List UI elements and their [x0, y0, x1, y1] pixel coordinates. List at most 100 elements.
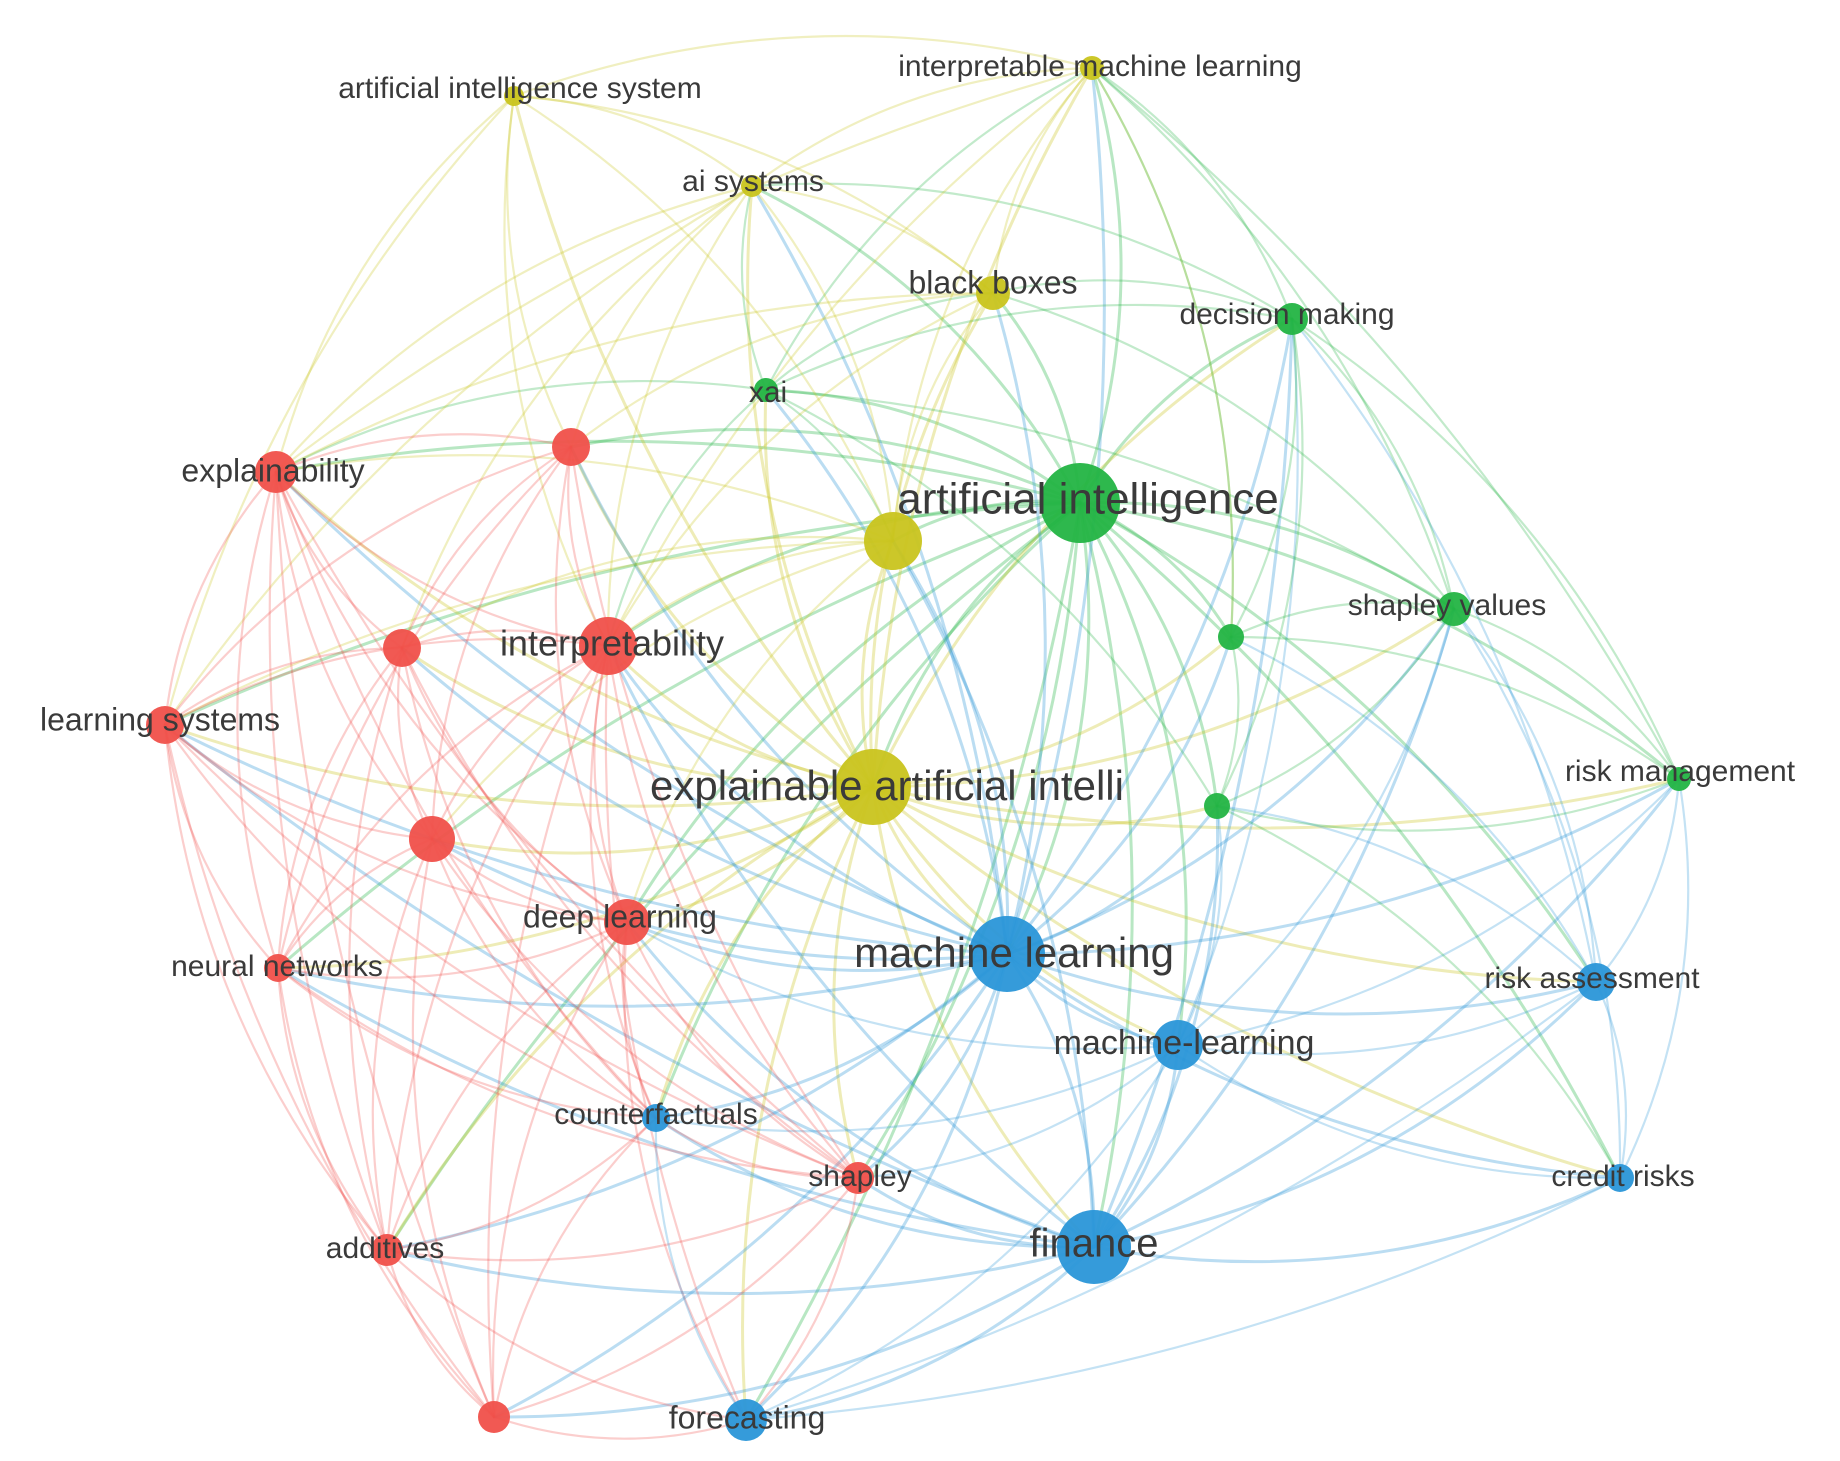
- edge-ai-ra: [1078, 501, 1598, 984]
- edge-dl-r4: [491, 920, 629, 1419]
- edge-bb-expl: [274, 291, 995, 474]
- edge-mlh-g2: [1176, 804, 1223, 1047]
- edge-fin-sv: [1092, 607, 1456, 1249]
- node-r4[interactable]: [478, 1401, 510, 1433]
- edge-xai_full-aisys: [746, 184, 875, 789]
- edge-xai_full-ls: [163, 723, 875, 808]
- edge-expl-interp: [274, 470, 610, 648]
- edge-ai-ls: [163, 501, 1082, 727]
- node-fc[interactable]: [725, 1399, 767, 1441]
- edge-rm-g2: [1215, 777, 1681, 832]
- edge-g1-iml: [1090, 66, 1234, 639]
- edge-nn-shap: [276, 966, 860, 1180]
- node-ra[interactable]: [1577, 963, 1615, 1001]
- node-layer: [146, 56, 1691, 1441]
- edge-xai_full-rm: [871, 777, 1681, 830]
- edge-layer: [163, 34, 1690, 1440]
- edge-ml-r2: [400, 646, 1009, 956]
- edge-ais-r1: [506, 94, 573, 449]
- edge-bb-xai_y: [891, 291, 995, 543]
- edge-cf-fc: [654, 1116, 748, 1422]
- edge-ai-dl: [625, 501, 1082, 924]
- node-mlh[interactable]: [1153, 1020, 1203, 1070]
- edge-iml-ais: [512, 34, 1094, 98]
- node-r3[interactable]: [409, 816, 455, 862]
- edge-bb-aisys: [750, 184, 995, 295]
- edge-rm-g1: [1229, 635, 1681, 781]
- edge-sv-iml: [1090, 66, 1456, 611]
- edge-iml-interp: [606, 66, 1094, 648]
- node-iml[interactable]: [1080, 56, 1104, 80]
- edge-ml-bb: [991, 291, 1047, 956]
- edge-dm-aisys: [750, 182, 1294, 321]
- edge-r3-nn: [276, 837, 434, 970]
- edge-ai-fin: [1078, 501, 1134, 1249]
- edge-expl-r4: [274, 470, 496, 1419]
- node-fin[interactable]: [1057, 1210, 1131, 1284]
- node-rm[interactable]: [1667, 767, 1691, 791]
- node-sv[interactable]: [1437, 592, 1471, 626]
- node-interp[interactable]: [579, 617, 637, 675]
- edge-interp-nn: [276, 644, 610, 970]
- edge-r3-r4: [411, 837, 496, 1419]
- node-add[interactable]: [371, 1234, 403, 1266]
- edge-expl-shap: [274, 470, 860, 1180]
- node-xai_y[interactable]: [864, 512, 922, 570]
- edge-mlh-sv: [1176, 607, 1456, 1047]
- node-dl[interactable]: [604, 899, 650, 945]
- node-g1[interactable]: [1218, 624, 1244, 650]
- edge-ls-cf: [163, 723, 658, 1120]
- node-xai[interactable]: [754, 378, 778, 402]
- node-ai[interactable]: [1040, 463, 1120, 543]
- edge-ai-shap: [856, 501, 1082, 1180]
- edge-xai_full-expl: [274, 470, 875, 789]
- node-expl[interactable]: [255, 451, 297, 493]
- node-xai_full[interactable]: [835, 749, 911, 825]
- edge-interp-dl: [593, 644, 629, 924]
- edge-ra-g1: [1229, 635, 1598, 984]
- edge-r1-r2: [400, 445, 573, 650]
- edge-r1-ls: [163, 445, 573, 727]
- edge-interp-r4: [487, 644, 610, 1419]
- edge-r2-dl: [400, 646, 629, 924]
- node-ls[interactable]: [146, 706, 184, 744]
- edge-ra-sv: [1452, 607, 1598, 984]
- node-nn[interactable]: [264, 954, 292, 982]
- node-aisys[interactable]: [741, 175, 763, 197]
- edge-sv-g2: [1215, 607, 1456, 808]
- edge-interp-add: [385, 644, 610, 1252]
- edge-fin-dm: [1092, 317, 1294, 1249]
- edge-rm-dm: [1290, 317, 1681, 781]
- edge-iml-xai_y: [891, 66, 1094, 543]
- edge-ra-rm: [1594, 777, 1681, 984]
- edge-mlh-cr: [1176, 1043, 1622, 1180]
- node-ais[interactable]: [504, 86, 524, 106]
- edge-r3-cf: [430, 837, 658, 1120]
- edge-nn-r4: [276, 966, 496, 1419]
- node-ml[interactable]: [969, 916, 1045, 992]
- node-dm[interactable]: [1276, 303, 1308, 335]
- node-r1[interactable]: [552, 428, 590, 466]
- edge-sv-dm: [1290, 317, 1456, 611]
- edge-aisys-ais: [512, 94, 754, 188]
- edge-expl-ls: [163, 470, 278, 727]
- node-bb[interactable]: [976, 276, 1010, 310]
- node-cf[interactable]: [642, 1104, 670, 1132]
- node-shap[interactable]: [842, 1162, 874, 1194]
- edge-r1-nn: [276, 445, 573, 970]
- edge-fin-ra: [1092, 980, 1598, 1249]
- edge-fin-add: [385, 1245, 1096, 1295]
- edge-sv-bb: [991, 291, 1456, 611]
- node-g2[interactable]: [1204, 793, 1230, 819]
- edge-interp-shap: [606, 644, 860, 1180]
- node-cr[interactable]: [1606, 1164, 1634, 1192]
- edge-ai-xai_full: [871, 501, 1082, 789]
- node-r2[interactable]: [383, 629, 421, 667]
- edge-aisys-r1: [569, 184, 754, 449]
- edge-ais-xai_y: [512, 94, 895, 543]
- edge-ais-ls: [163, 94, 516, 727]
- edge-dm-bb: [991, 279, 1294, 321]
- edge-fin-fc: [744, 1245, 1096, 1422]
- edge-xai_y-ls: [163, 539, 895, 727]
